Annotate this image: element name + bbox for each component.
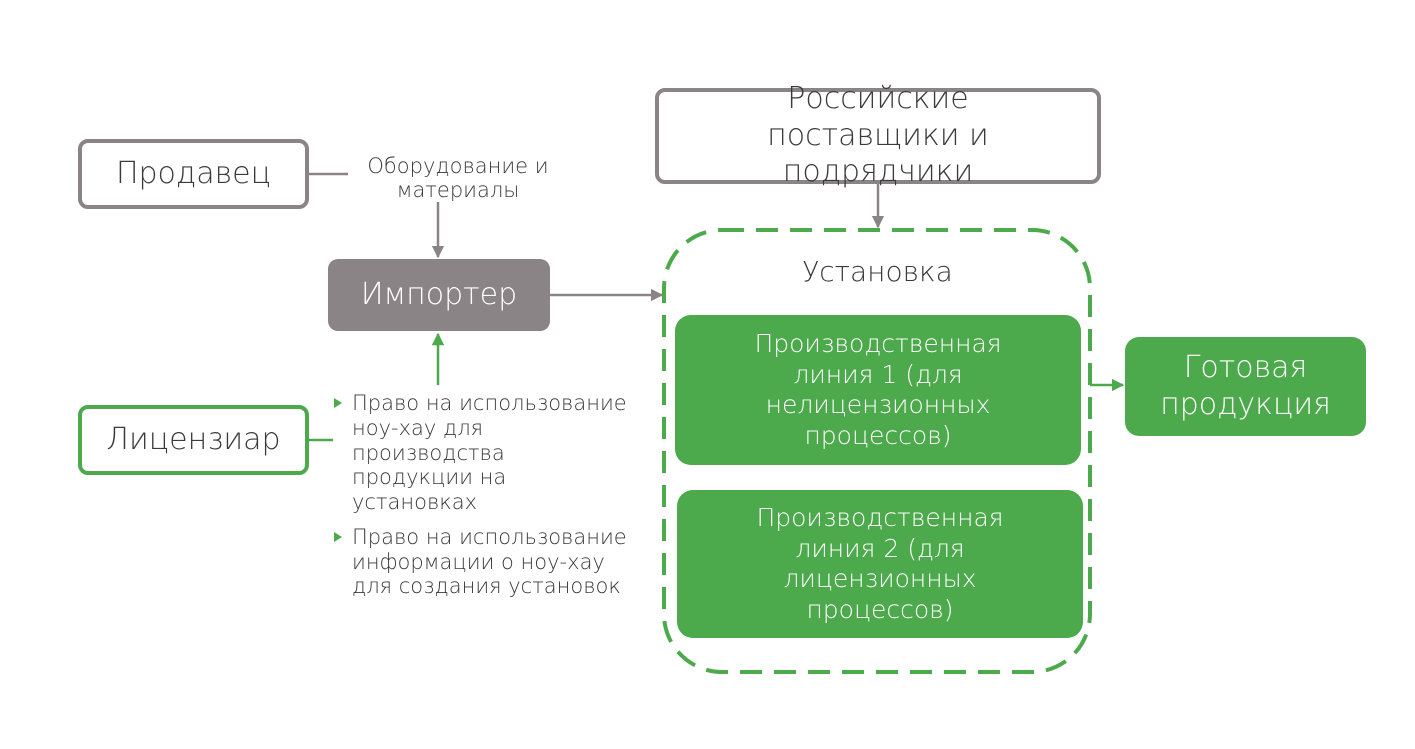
production-line-1-label: Производственная линия 1 (для нелицензио… <box>754 329 1002 450</box>
production-line-1-node: Производственная линия 1 (для нелицензио… <box>675 315 1081 465</box>
suppliers-label: Российские поставщики и подрядчики <box>767 81 989 190</box>
rights-item: Право на использование информации о ноу-… <box>330 525 630 599</box>
licensor-node: Лицензиар <box>78 405 309 475</box>
seller-label: Продавец <box>115 155 272 191</box>
licensor-label: Лицензиар <box>106 421 281 457</box>
plant-label: Установка <box>802 255 953 288</box>
rights-item-text: Право на использование информации о ноу-… <box>352 524 627 599</box>
triangle-bullet-icon <box>334 531 342 542</box>
importer-node: Импортер <box>328 259 550 331</box>
importer-label: Импортер <box>360 276 518 312</box>
production-line-2-node: Производственная линия 2 (для лицензионн… <box>677 490 1083 638</box>
finished-product-label: Готовая продукция <box>1160 349 1331 422</box>
rights-list: Право на использование ноу-хау для произ… <box>330 391 630 609</box>
triangle-bullet-icon <box>334 398 342 408</box>
plant-container <box>662 228 1092 674</box>
finished-product-node: Готовая продукция <box>1125 337 1366 436</box>
seller-node: Продавец <box>78 139 309 209</box>
rights-item: Право на использование ноу-хау для произ… <box>330 391 630 515</box>
suppliers-node: Российские поставщики и подрядчики <box>655 81 1101 189</box>
rights-item-text: Право на использование ноу-хау для произ… <box>352 391 627 515</box>
equipment-label: Оборудование и материалы <box>348 154 568 203</box>
production-line-2-label: Производственная линия 2 (для лицензионн… <box>756 503 1004 624</box>
